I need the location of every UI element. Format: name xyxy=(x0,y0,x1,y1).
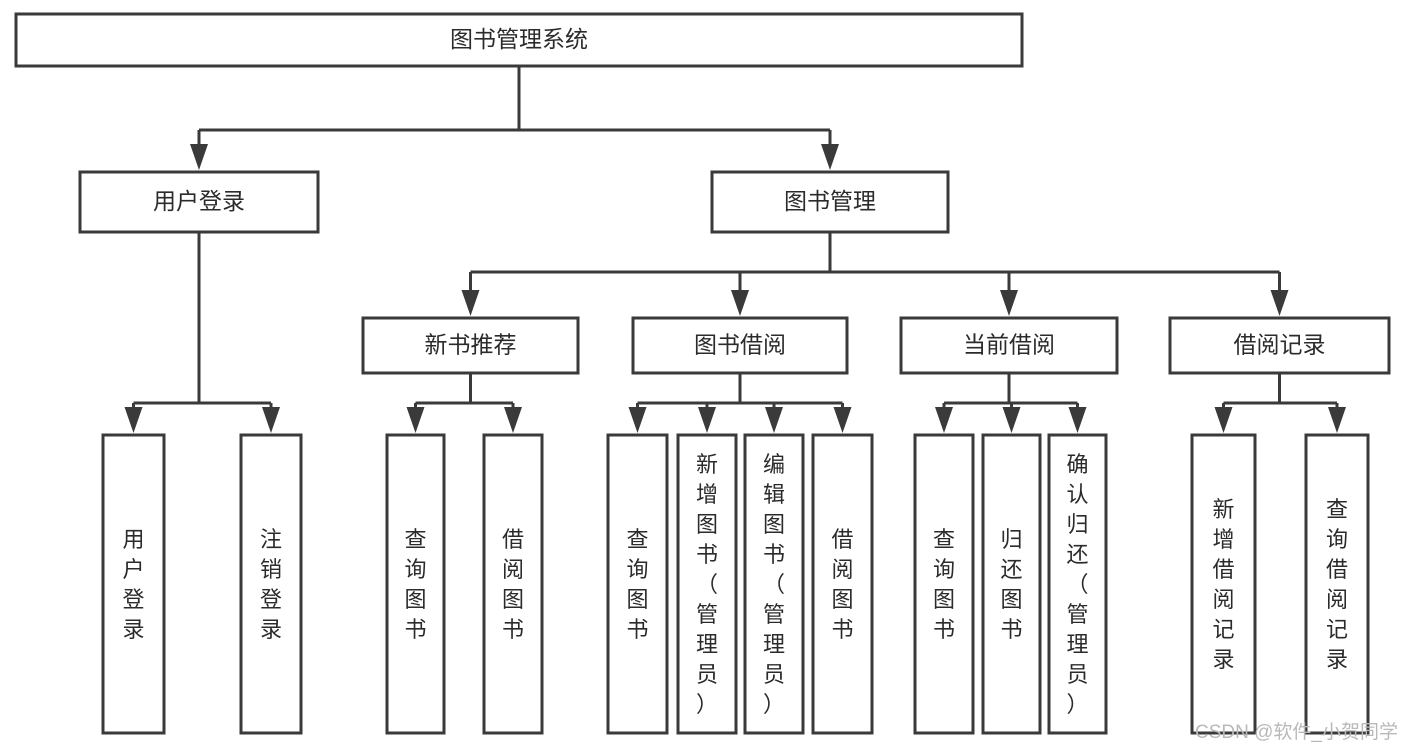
node-leaf-new-borrow[interactable]: 借阅图书 xyxy=(482,433,544,735)
node-label: 图书借阅 xyxy=(694,332,786,358)
node-l3-borrow[interactable]: 图书借阅 xyxy=(631,316,849,375)
node-box xyxy=(239,433,303,735)
node-label: 查询图书 xyxy=(626,527,648,642)
node-leaf-borrow-add[interactable]: 新增图书（管理员） xyxy=(676,433,738,735)
node-box xyxy=(1304,433,1370,735)
node-label: 编辑图书（管理员） xyxy=(763,452,785,717)
node-label: 新书推荐 xyxy=(425,332,517,358)
node-l3-record[interactable]: 借阅记录 xyxy=(1168,316,1391,375)
node-leaf-cur-confirm[interactable]: 确认归还（管理员） xyxy=(1047,433,1108,735)
node-box xyxy=(606,433,669,735)
node-box xyxy=(981,433,1042,735)
node-leaf-borrow-query[interactable]: 查询图书 xyxy=(606,433,669,735)
arrow-head-icon xyxy=(406,407,425,433)
node-label: 借阅图书 xyxy=(502,527,524,642)
arrow-head-icon xyxy=(124,407,143,433)
arrow-head-icon xyxy=(1214,407,1233,433)
node-box xyxy=(676,433,738,735)
arrow-head-icon xyxy=(262,407,280,433)
node-box xyxy=(1190,433,1257,735)
node-label: 用户登录 xyxy=(153,188,245,214)
node-label: 图书管理 xyxy=(784,188,876,214)
node-label: 新增图书（管理员） xyxy=(696,452,718,717)
arrow-head-icon xyxy=(1328,407,1346,433)
arrow-head-icon xyxy=(190,144,208,170)
arrow-head-icon xyxy=(833,407,852,433)
arrow-head-icon xyxy=(504,407,522,433)
node-label: 查询借阅记录 xyxy=(1326,497,1348,672)
node-leaf-user-logout[interactable]: 注销登录 xyxy=(239,433,303,735)
node-box xyxy=(1047,433,1108,735)
node-l3-new[interactable]: 新书推荐 xyxy=(361,316,580,375)
arrow-head-icon xyxy=(1270,290,1289,316)
arrow-head-icon xyxy=(698,407,716,433)
node-root[interactable]: 图书管理系统 xyxy=(14,12,1024,68)
node-label: 用户登录 xyxy=(122,527,144,642)
node-label: 当前借阅 xyxy=(963,332,1055,358)
node-l2-book[interactable]: 图书管理 xyxy=(710,170,950,234)
arrow-head-icon xyxy=(821,144,839,170)
node-label: 借阅记录 xyxy=(1234,332,1326,358)
node-box xyxy=(631,316,849,375)
csdn-watermark: CSDN @软件_小贺同学 xyxy=(1195,721,1398,743)
node-label: 查询图书 xyxy=(404,527,426,642)
node-box xyxy=(14,12,1024,68)
node-box xyxy=(101,433,166,735)
arrow-head-icon xyxy=(1000,290,1018,316)
node-box xyxy=(710,170,950,234)
arrow-head-icon xyxy=(628,407,647,433)
arrow-head-icon xyxy=(731,290,749,316)
arrow-head-icon xyxy=(461,290,480,316)
node-leaf-new-query[interactable]: 查询图书 xyxy=(385,433,446,735)
node-label: 新增借阅记录 xyxy=(1212,497,1234,672)
arrow-head-icon xyxy=(935,407,953,433)
node-box xyxy=(482,433,544,735)
connector-layer xyxy=(124,66,1346,433)
arrow-head-icon xyxy=(1068,407,1087,433)
node-box xyxy=(385,433,446,735)
node-box xyxy=(78,170,320,234)
arrow-head-icon xyxy=(1002,407,1021,433)
node-leaf-borrow-edit[interactable]: 编辑图书（管理员） xyxy=(743,433,805,735)
node-label: 确认归还（管理员） xyxy=(1066,452,1088,717)
node-leaf-rec-query[interactable]: 查询借阅记录 xyxy=(1304,433,1370,735)
node-l3-current[interactable]: 当前借阅 xyxy=(899,316,1119,375)
node-label: 图书管理系统 xyxy=(450,26,588,52)
node-label: 借阅图书 xyxy=(831,527,853,642)
node-layer: 图书管理系统用户登录图书管理新书推荐图书借阅当前借阅借阅记录用户登录注销登录查询… xyxy=(14,12,1391,735)
node-box xyxy=(913,433,975,735)
node-box xyxy=(743,433,805,735)
node-label: 注销登录 xyxy=(260,527,282,642)
arrow-head-icon xyxy=(765,407,783,433)
node-leaf-cur-query[interactable]: 查询图书 xyxy=(913,433,975,735)
node-leaf-borrow-take[interactable]: 借阅图书 xyxy=(811,433,874,735)
node-label: 查询图书 xyxy=(933,527,955,642)
node-leaf-rec-add[interactable]: 新增借阅记录 xyxy=(1190,433,1257,735)
node-l2-user[interactable]: 用户登录 xyxy=(78,170,320,234)
node-box xyxy=(1168,316,1391,375)
node-box xyxy=(361,316,580,375)
node-box xyxy=(899,316,1119,375)
node-leaf-cur-return[interactable]: 归还图书 xyxy=(981,433,1042,735)
node-leaf-user-login[interactable]: 用户登录 xyxy=(101,433,166,735)
node-box xyxy=(811,433,874,735)
node-label: 归还图书 xyxy=(1000,527,1022,642)
